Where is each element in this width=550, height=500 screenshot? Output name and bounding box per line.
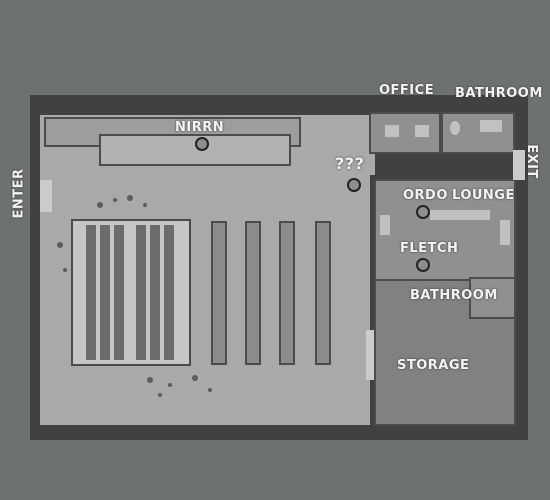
lounge-label: LOUNGE: [452, 188, 515, 203]
exit-label: EXIT: [523, 144, 539, 179]
lounge-chair: [380, 215, 390, 235]
shelf-4: [315, 221, 331, 365]
enter-door: [40, 180, 52, 212]
storage-door: [366, 330, 374, 380]
storage-label: STORAGE: [397, 358, 470, 373]
office-label: OFFICE: [379, 83, 435, 98]
shelf-2: [245, 221, 261, 365]
unknown-marker: [347, 178, 361, 192]
ordo-label: ORDO: [403, 188, 448, 203]
office-room: [369, 112, 441, 154]
bathroom-lower-label: BATHROOM: [410, 288, 498, 303]
sink: [480, 120, 502, 132]
nirrn-label: NIRRN: [175, 120, 225, 135]
office-chair: [415, 125, 429, 137]
bathroom-top-label: BATHROOM: [455, 86, 543, 101]
nirrn-marker: [195, 137, 209, 151]
shelf-3: [279, 221, 295, 365]
bathroom-lower-room: [469, 277, 516, 319]
fletch-label: FLETCH: [400, 241, 459, 256]
toilet: [450, 121, 460, 135]
main-floor-upper: [300, 115, 375, 175]
fletch-marker: [416, 258, 430, 272]
exit-door: [513, 150, 525, 180]
lounge-couch: [430, 210, 490, 220]
ordo-marker: [416, 205, 430, 219]
shelf-block: [71, 219, 191, 366]
rubble: [57, 195, 212, 397]
shelf-1: [211, 221, 227, 365]
enter-label: ENTER: [11, 168, 27, 219]
lounge-side-table: [500, 220, 510, 245]
unknown-label: ???: [335, 154, 365, 173]
office-desk: [385, 125, 399, 137]
